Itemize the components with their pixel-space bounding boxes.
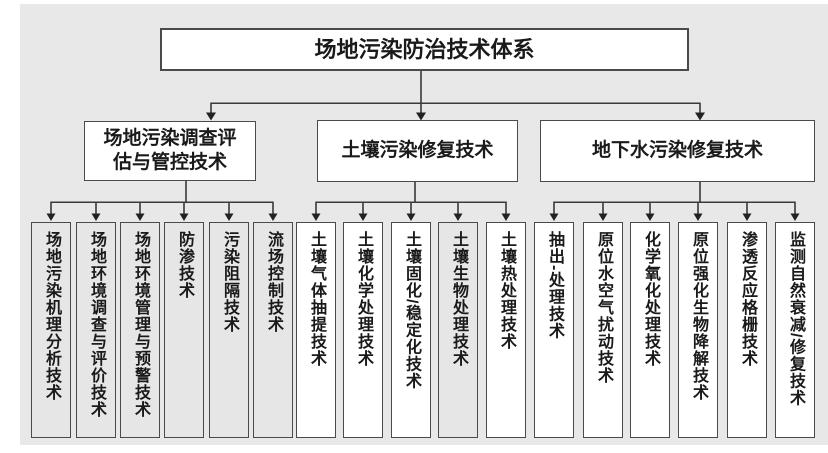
- leaf-box: 土壤气体抽提技术: [296, 222, 336, 438]
- leaf-label: 化学氧化处理技术: [642, 231, 659, 367]
- leaf-box: 化学氧化处理技术: [630, 222, 670, 438]
- leaf-label: 土壤生物处理技术: [450, 231, 467, 367]
- leaf-box: 污染阻隔技术: [209, 222, 249, 438]
- leaf-box: 土壤化学处理技术: [343, 222, 383, 438]
- leaf-label: 场地环境管理与预警技术: [132, 231, 149, 418]
- leaf-label: 场地环境调查与评价技术: [88, 231, 105, 418]
- leaf-label: 污染阻隔技术: [221, 231, 238, 333]
- leaf-label: 渗透反应格栅技术: [739, 231, 756, 367]
- branch-box-soil-remediation: 土壤污染修复技术: [317, 120, 518, 182]
- leaf-box: 土壤热处理技术: [486, 222, 526, 438]
- leaf-box: 抽出-处理技术: [534, 222, 574, 438]
- leaf-label: 抽出-处理技术: [546, 231, 563, 340]
- leaf-label: 原位强化生物降解技术: [690, 231, 707, 401]
- branch-label: 地下水污染修复技术: [591, 140, 763, 162]
- leaf-label: 防渗技术: [176, 231, 193, 299]
- leaf-label: 流场控制技术: [265, 231, 282, 333]
- leaf-box: 场地污染机理分析技术: [31, 222, 71, 438]
- leaf-label: 土壤固化/稳定化技术: [403, 231, 420, 390]
- root-label: 场地污染防治技术体系: [314, 36, 535, 62]
- root-box: 场地污染防治技术体系: [160, 28, 689, 71]
- leaf-box: 土壤生物处理技术: [438, 222, 478, 438]
- leaf-label: 监测自然衰减/修复技术: [787, 231, 804, 407]
- leaf-label: 土壤热处理技术: [498, 231, 515, 350]
- leaf-box: 渗透反应格栅技术: [727, 222, 767, 438]
- leaf-box: 土壤固化/稳定化技术: [391, 222, 431, 438]
- leaf-box: 原位强化生物降解技术: [678, 222, 718, 438]
- branch-box-groundwater-remediation: 地下水污染修复技术: [540, 120, 815, 182]
- leaf-box: 监测自然衰减/修复技术: [775, 222, 815, 438]
- leaf-box: 原位水空气扰动技术: [583, 222, 623, 438]
- leaf-box: 场地环境调查与评价技术: [76, 222, 116, 438]
- leaf-label: 原位水空气扰动技术: [595, 231, 612, 384]
- branch-box-investigation: 场地污染调查评估与管控技术: [84, 121, 256, 181]
- leaf-label: 土壤气体抽提技术: [308, 231, 325, 367]
- leaf-box: 场地环境管理与预警技术: [120, 222, 160, 438]
- leaf-box: 防渗技术: [164, 222, 204, 438]
- leaf-label: 土壤化学处理技术: [355, 231, 372, 367]
- leaf-label: 场地污染机理分析技术: [43, 231, 60, 401]
- branch-label: 土壤污染修复技术: [341, 140, 494, 162]
- branch-label: 场地污染调查评估与管控技术: [103, 128, 237, 173]
- leaf-box: 流场控制技术: [253, 222, 293, 438]
